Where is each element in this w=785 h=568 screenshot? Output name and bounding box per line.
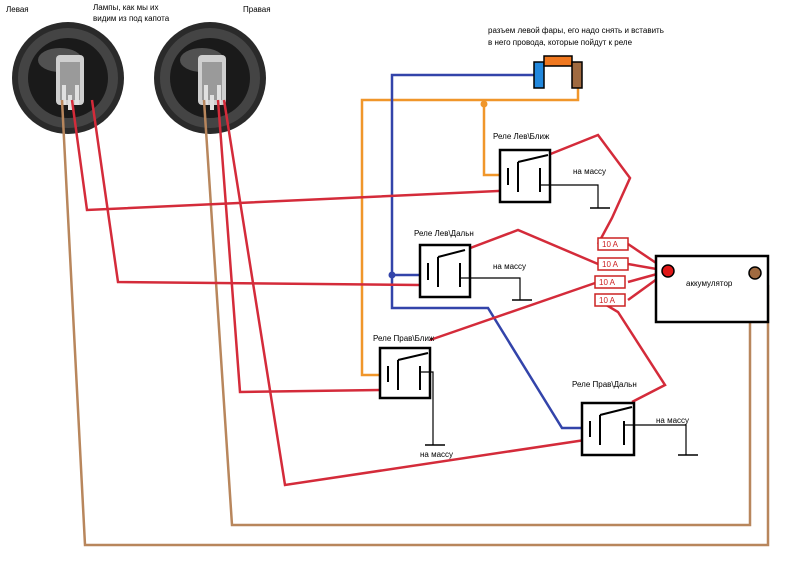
relay-left-high-ground: на массу — [493, 262, 526, 271]
relay-right-high-label: Реле Прав\Дальн — [572, 380, 637, 389]
battery-positive-terminal — [661, 264, 675, 278]
left-lamp-image — [12, 22, 124, 134]
battery-label: аккумулятор — [686, 279, 733, 288]
connector-note-line1: разъем левой фары, его надо снять и вста… — [488, 26, 664, 35]
fuse-1: 10 A — [597, 237, 629, 251]
lamps-caption-line2: видим из под капота — [93, 14, 170, 23]
fuse-3-label: 10 A — [599, 278, 616, 287]
left-lamp-ground-wire — [60, 99, 770, 547]
battery-negative-terminal — [748, 266, 762, 280]
wire-right-low — [216, 99, 381, 394]
wire-right-high — [222, 99, 586, 487]
battery — [654, 254, 770, 324]
right-lamp-ground-wire — [202, 99, 752, 527]
relay-right-low — [378, 346, 445, 446]
fuse-1-label: 10 A — [602, 240, 619, 249]
wire-left-high — [90, 99, 421, 287]
fuse-3: 10 A — [594, 275, 626, 289]
fuse-4-label: 10 A — [599, 296, 616, 305]
blue-junction — [388, 271, 396, 279]
left-lamp-label: Левая — [6, 5, 29, 14]
orange-junction — [480, 100, 488, 108]
fuse-4: 10 A — [594, 293, 626, 307]
relay-left-low — [498, 148, 610, 209]
relay-right-low-label: Реле Прав\Ближ — [373, 334, 435, 343]
right-lamp-label: Правая — [243, 5, 271, 14]
relay-left-high-label: Реле Лев\Дальн — [414, 229, 474, 238]
connector-note-line2: в него провода, которые пойдут к реле — [488, 38, 633, 47]
left-headlamp-connector — [533, 55, 583, 89]
relay-right-high — [580, 401, 698, 457]
wire-left-low — [70, 99, 521, 212]
wire-relay2-supply — [464, 228, 599, 266]
relay-right-high-ground: на массу — [656, 416, 689, 425]
relay-left-low-ground: на массу — [573, 167, 606, 176]
wire-relay3-supply — [429, 280, 599, 342]
relay-left-low-label: Реле Лев\Ближ — [493, 132, 550, 141]
lamps-caption-line1: Лампы, как мы их — [93, 3, 159, 12]
ground-wires — [60, 99, 770, 547]
wire-relay1-supply — [547, 133, 632, 245]
relay-right-low-ground: на массу — [420, 450, 453, 459]
fuse-2: 10 A — [597, 257, 629, 271]
blue-wire — [390, 73, 585, 430]
red-wires — [70, 99, 669, 487]
relay-left-high — [418, 243, 532, 301]
fuse-2-label: 10 A — [602, 260, 619, 269]
orange-wire — [360, 75, 580, 377]
right-lamp-image — [154, 22, 266, 134]
